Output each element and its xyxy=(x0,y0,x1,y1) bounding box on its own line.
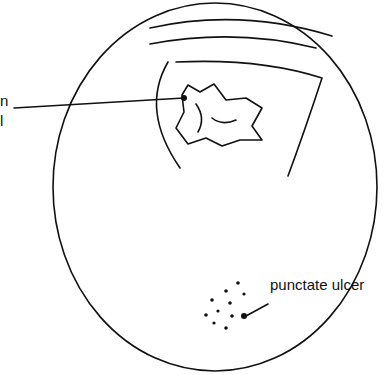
inner-curve xyxy=(156,62,180,168)
inner-curve xyxy=(176,61,322,176)
ulcer-detail xyxy=(196,104,236,132)
punctate-dots xyxy=(181,95,247,330)
leader-line xyxy=(246,304,268,316)
cut-label: l xyxy=(0,113,3,128)
leader-line xyxy=(14,98,184,108)
upper-arc xyxy=(150,20,332,36)
upper-arc xyxy=(150,37,316,48)
cut-label: n xyxy=(0,93,8,108)
eye-outline xyxy=(53,3,377,371)
ulcer-shape xyxy=(176,84,262,146)
callout-label: punctate ulcer xyxy=(270,277,364,292)
